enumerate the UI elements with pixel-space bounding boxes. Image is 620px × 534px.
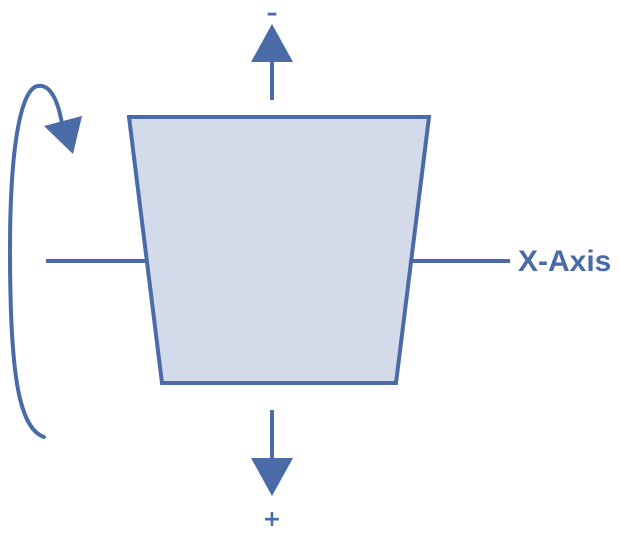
minus-label: – [267, 1, 278, 26]
arrow-up-icon [251, 24, 293, 100]
rotation-arrow-icon [7, 83, 82, 439]
x-axis-label: X-Axis [518, 245, 611, 278]
trapezoid-body [126, 115, 432, 385]
plus-label: + [263, 507, 281, 532]
arrow-down-icon [251, 410, 293, 496]
